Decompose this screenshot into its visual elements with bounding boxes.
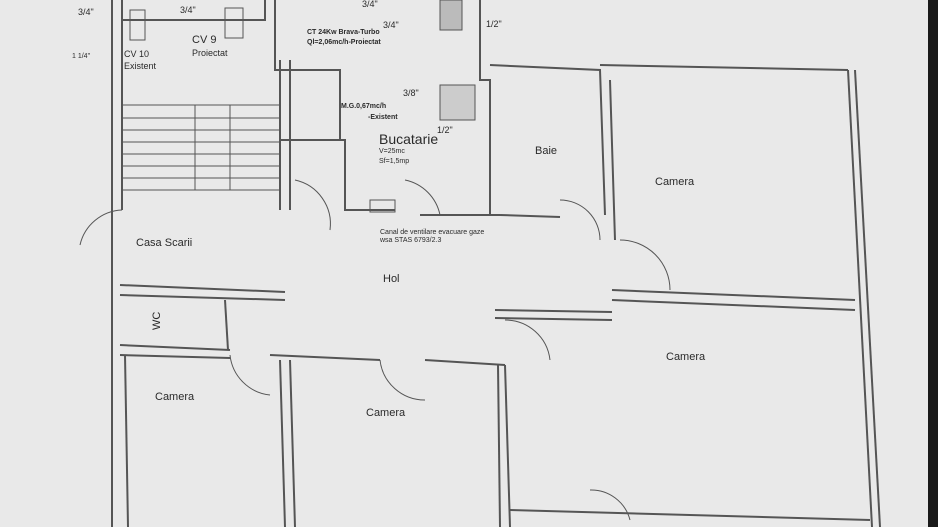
boiler-flow: Ql=2,06mc/h-Proiectat (307, 39, 381, 46)
pipe-label: 3/4" (383, 20, 399, 30)
vent-standard: wsa STAS 6793/2.3 (380, 237, 442, 244)
room-label-bucatarie: Bucatarie (379, 131, 439, 147)
stove-status: -Existent (368, 114, 398, 121)
kitchen-volume: V=25mc (379, 148, 405, 155)
pipe-label: 3/4" (180, 5, 196, 15)
pipe-label: 1/2" (437, 125, 453, 135)
pipe-label: 3/4" (78, 7, 94, 17)
room-label-camera: Camera (655, 176, 695, 188)
boiler-label: CT 24Kw Brava-Turbo (307, 29, 380, 36)
pipe-label: 3/8" (403, 88, 419, 98)
room-label-hol: Hol (383, 273, 400, 285)
cv10-label: CV 10 (124, 49, 150, 59)
scan-edge (928, 0, 938, 527)
room-label-camera: Camera (155, 391, 195, 403)
cv9-status: Proiectat (192, 48, 228, 58)
stove-label: M.G.0,67mc/h (341, 103, 387, 110)
pipe-label: 1/2" (486, 19, 502, 29)
room-label-baie: Baie (535, 145, 558, 157)
cv10-status: Existent (124, 61, 157, 71)
kitchen-surface: Sf=1,5mp (379, 158, 410, 165)
room-label-camera: Camera (666, 351, 706, 363)
cv9-label: CV 9 (192, 34, 217, 46)
vent-label: Canal de ventilare evacuare gaze (380, 229, 485, 236)
room-label-camera: Camera (366, 407, 406, 419)
room-label-wc: WC (151, 311, 163, 330)
pipe-label: 1 1/4" (72, 53, 91, 60)
pipe-label: 3/4" (362, 0, 378, 9)
room-label-casa-scarii: Casa Scarii (136, 237, 193, 249)
